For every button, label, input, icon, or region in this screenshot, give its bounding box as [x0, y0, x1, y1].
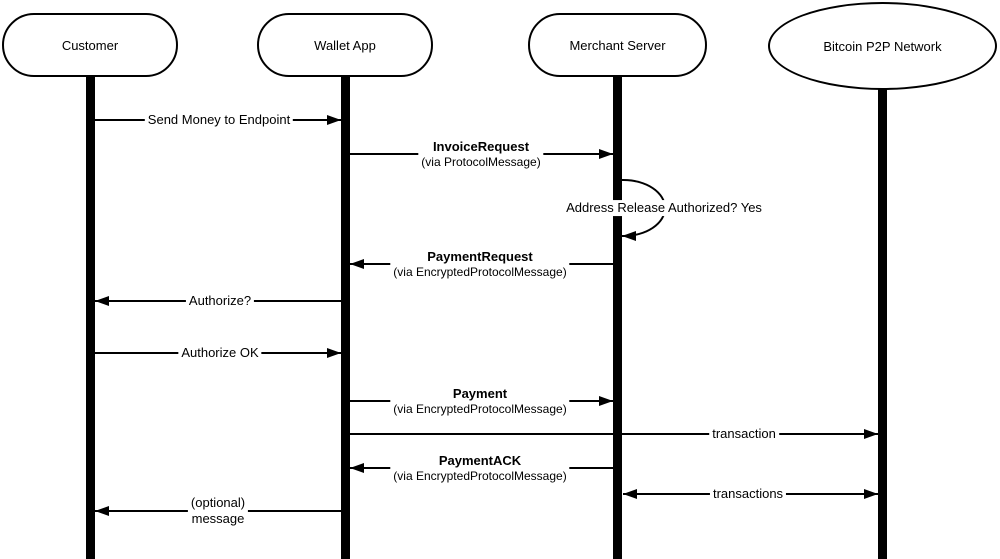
message-label: InvoiceRequest (via ProtocolMessage) [418, 138, 544, 170]
message-label: PaymentRequest (via EncryptedProtocolMes… [390, 248, 570, 280]
arrowhead-left-icon [95, 296, 109, 306]
message-line1: (optional) [190, 495, 246, 511]
message-line2: message [191, 511, 245, 526]
lifeline-merchant-server [613, 75, 622, 559]
arrowhead-right-icon [327, 348, 341, 358]
message-title: PaymentRequest [427, 248, 533, 264]
message-label: Authorize? [185, 293, 255, 309]
message-line [350, 433, 878, 435]
message-label: PaymentACK (via EncryptedProtocolMessage… [390, 452, 570, 484]
arrowhead-left-icon [350, 463, 364, 473]
arrowhead-left-icon [622, 231, 636, 241]
arrowhead-right-icon [327, 115, 341, 125]
arrowhead-right-icon [599, 396, 613, 406]
arrowhead-left-icon [95, 506, 109, 516]
message-title: PaymentACK [438, 452, 522, 468]
message-title: InvoiceRequest [432, 138, 530, 154]
arrowhead-right-icon [599, 149, 613, 159]
message-label: Authorize OK [178, 345, 262, 361]
message-label: Address Release Authorized? Yes [563, 200, 765, 216]
arrowhead-right-icon [864, 489, 878, 499]
message-label: transaction [709, 426, 779, 442]
arrowhead-left-icon [623, 489, 637, 499]
message-label: Send Money to Endpoint [144, 112, 294, 128]
message-label: Payment (via EncryptedProtocolMessage) [390, 385, 570, 417]
actor-wallet-app-label: Wallet App [314, 37, 376, 53]
lifeline-customer [86, 75, 95, 559]
lifeline-bitcoin-p2p-network [878, 88, 887, 559]
actor-merchant-server: Merchant Server [528, 13, 707, 77]
message-via: (via EncryptedProtocolMessage) [393, 264, 567, 279]
actor-bitcoin-p2p-network-label: Bitcoin P2P Network [823, 38, 942, 54]
actor-customer: Customer [2, 13, 178, 77]
actor-customer-label: Customer [61, 37, 119, 53]
actor-merchant-server-label: Merchant Server [569, 37, 666, 53]
lifeline-wallet-app [341, 75, 350, 559]
actor-wallet-app: Wallet App [257, 13, 433, 77]
message-via: (via EncryptedProtocolMessage) [393, 468, 567, 483]
message-via: (via EncryptedProtocolMessage) [393, 401, 567, 416]
message-label: transactions [709, 486, 787, 502]
message-label: (optional) message [187, 495, 249, 527]
message-title: Payment [452, 385, 508, 401]
arrowhead-left-icon [350, 259, 364, 269]
actor-bitcoin-p2p-network: Bitcoin P2P Network [768, 2, 997, 90]
message-via: (via ProtocolMessage) [421, 154, 541, 169]
arrowhead-right-icon [864, 429, 878, 439]
